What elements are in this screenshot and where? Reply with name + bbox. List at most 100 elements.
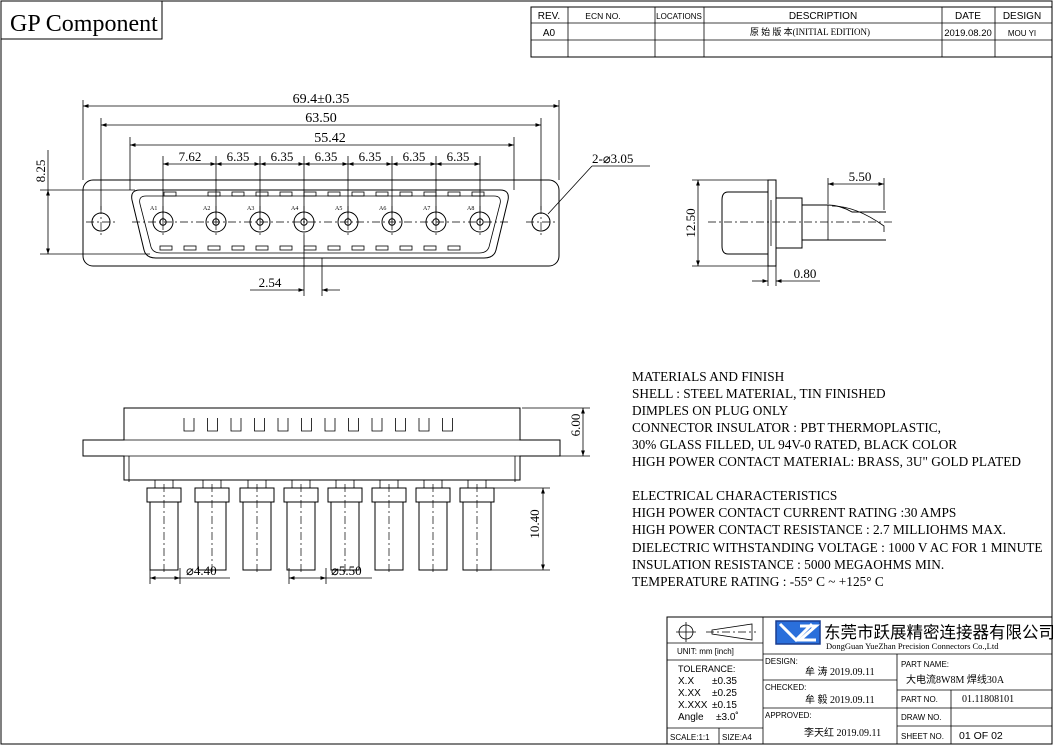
design-label: DESIGN: [765,657,798,666]
scale-label: SCALE:1:1 [670,733,710,742]
slot [230,418,242,432]
slot [371,418,383,432]
design-value: 牟 涛 2019.09.11 [805,665,875,678]
dim-flange: 0.80 [794,266,817,281]
rev-row-date: 2019.08.20 [944,28,992,39]
tol-key-1: X.XX [678,688,701,699]
dim-pitch-3: 6.35 [315,149,338,164]
dim-offset: 2.54 [259,275,282,290]
company-title-box: GP Component [0,0,163,40]
company-name-en: DongGuan YueZhan Precision Connectors Co… [826,641,999,651]
rev-header-locations: LOCATIONS [656,12,702,21]
notes-electrical-1: HIGH POWER CONTACT CURRENT RATING :30 AM… [632,505,956,520]
slot [324,418,336,432]
unit-label: UNIT: mm [inch] [677,647,734,656]
notes-block: MATERIALS AND FINISH SHELL : STEEL MATER… [632,369,1042,589]
checked-label: CHECKED: [765,683,806,692]
notes-materials-0: MATERIALS AND FINISH [632,369,785,384]
rev-header-ecn: ECN NO. [585,11,620,21]
notes-materials-1: SHELL : STEEL MATERIAL, TIN FINISHED [632,386,886,401]
revision-table: REV. ECN NO. LOCATIONS DESCRIPTION DATE … [530,6,1053,58]
notes-electrical-2: HIGH POWER CONTACT RESISTANCE : 2.7 MILL… [632,522,1006,537]
draw-no-label: DRAW NO. [901,713,942,722]
notes-materials-5: HIGH POWER CONTACT MATERIAL: BRASS, 3U" … [632,454,1021,469]
slot [254,418,265,432]
dim-pitch-6: 6.35 [447,149,470,164]
slot [277,418,289,432]
rev-header-description: DESCRIPTION [789,11,857,22]
company-name-cn: 东莞市跃展精密连接器有限公司 [824,623,1053,642]
contact-label: A2 [203,206,210,212]
company-logo-icon [775,620,821,645]
part-no-label: PART NO. [901,695,938,704]
notes-materials-3: CONNECTOR INSULATOR : PBT THERMOPLASTIC, [632,420,941,435]
dim-pin-length: 10.40 [527,509,542,538]
approved-label: APPROVED: [765,711,812,720]
sheet-no-value: 01 OF 02 [959,730,1003,742]
contact-label: A7 [423,206,430,212]
rev-row-rev: A0 [543,28,556,39]
tol-val-2: ±0.15 [712,700,737,711]
dim-pitch-1: 6.35 [227,149,250,164]
pin-row [146,480,495,574]
dim-side-height: 12.50 [683,208,698,237]
slot-row [183,418,453,432]
dim-pitch-2: 6.35 [271,149,294,164]
notes-electrical-5: TEMPERATURE RATING : -55° C ~ +125° C [632,574,884,589]
tol-val-0: ±0.35 [712,676,737,687]
top-dimple-row [163,191,485,197]
dim-tail-length: 5.50 [849,169,872,184]
tol-key-3: Angle [678,712,704,723]
contact-label: A5 [335,206,342,212]
slot [442,418,453,432]
bottom-dimple-row [159,245,461,251]
sheet-no-label: SHEET NO. [901,732,944,741]
tol-key-2: X.XXX [678,700,708,711]
dim-pitch-first: 7.62 [179,149,202,164]
tol-val-1: ±0.25 [712,688,737,699]
dim-height: 8.25 [33,160,48,183]
tol-key-0: X.X [678,676,694,687]
dim-mount-hole-spacing: 63.50 [305,111,337,126]
notes-materials-4: 30% GLASS FILLED, UL 94V-0 RATED, BLACK … [632,437,957,452]
bottom-view: 6.00 10.40 ⌀4.40 ⌀5.50 [82,407,590,584]
rev-row-description: 原 始 版 本(INITIAL EDITION) [750,26,870,37]
tol-val-3: ±3.0˚ [716,711,739,723]
notes-electrical-3: DIELECTRIC WITHSTANDING VOLTAGE : 1000 V… [632,540,1042,555]
rev-row-design: MOU YI [1008,29,1036,38]
tolerance-label: TOLERANCE: [678,664,735,674]
notes-materials-2: DIMPLES ON PLUG ONLY [632,403,789,418]
dim-pitch-5: 6.35 [403,149,426,164]
dim-dia-large: ⌀5.50 [331,563,362,578]
slot [207,418,218,432]
rev-header-rev: REV. [538,11,560,22]
notes-electrical-0: ELECTRICAL CHARACTERISTICS [632,488,837,503]
contact-label: A6 [379,206,386,212]
dim-shell-width: 55.42 [314,131,346,146]
slot [395,418,406,432]
company-title-block: UNIT: mm [inch] TOLERANCE: X.X ±0.35 X.X… [666,616,1053,745]
slot [183,418,195,432]
size-label: SIZE:A4 [722,733,752,742]
part-name-label: PART NAME: [901,660,949,669]
rev-header-date: DATE [955,11,981,22]
rev-header-design: DESIGN [1003,11,1041,22]
approved-value: 李天红 2019.09.11 [804,726,881,739]
slot [418,418,430,432]
slot [348,418,359,432]
dim-mount-hole: 2-⌀3.05 [592,151,633,166]
company-title: GP Component [10,11,158,37]
contact-label: A4 [291,206,298,212]
dim-dia-small: ⌀4.40 [186,563,217,578]
part-name-value: 大电流8W8M 焊线30A [906,673,1005,686]
notes-electrical-4: INSULATION RESISTANCE : 5000 MEGAOHMS MI… [632,557,944,572]
part-no-value: 01.11808101 [962,694,1014,705]
dim-overall-width: 69.4±0.35 [293,92,350,107]
contact-label: A1 [150,206,157,212]
checked-value: 牟 毅 2019.09.11 [805,693,875,706]
contact-label: A8 [467,206,474,212]
dim-shell-height: 6.00 [568,414,583,437]
